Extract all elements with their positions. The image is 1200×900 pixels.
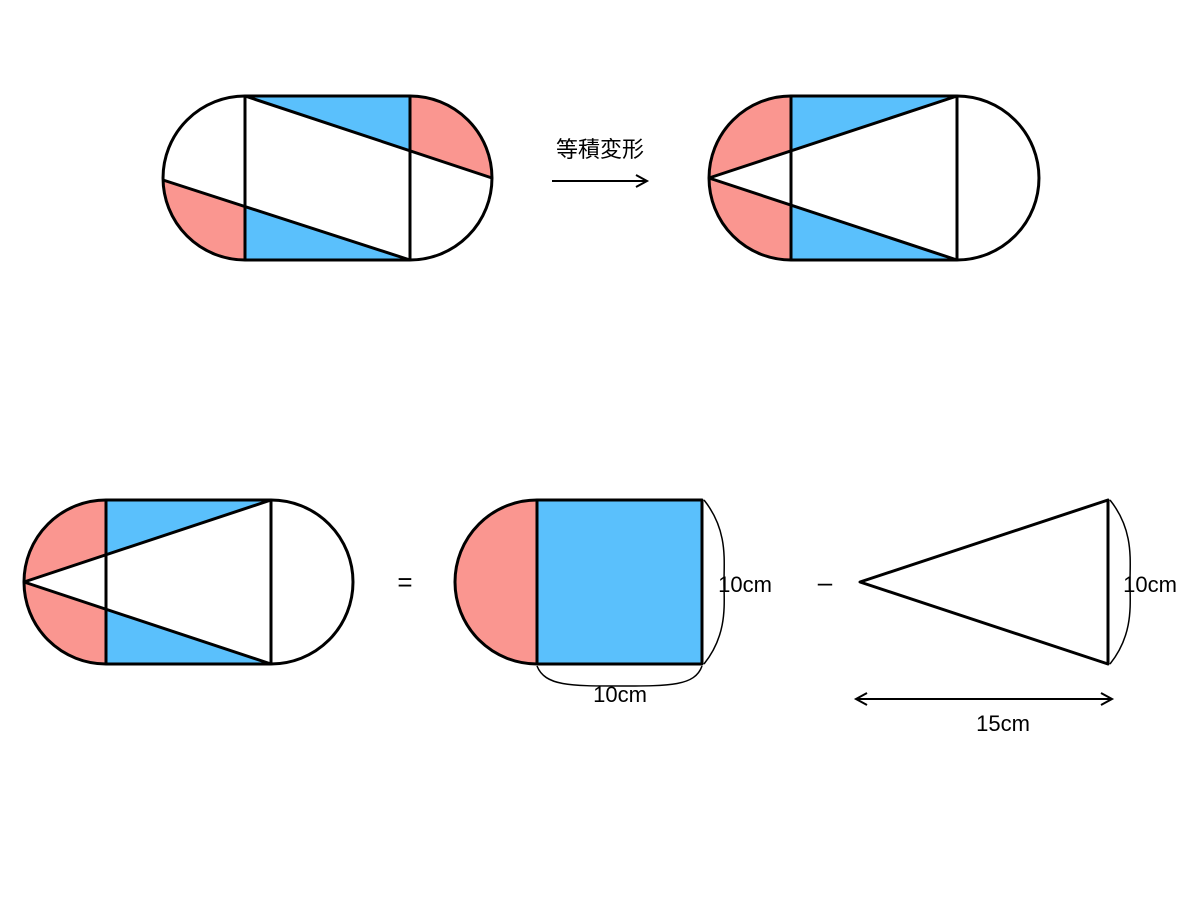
arrow-head-icon (635, 174, 650, 188)
minus-sign: – (818, 567, 833, 597)
yellow-triangle (858, 498, 1110, 666)
red-segment-upper (709, 96, 791, 178)
transform-arrow: 等積変形 (552, 137, 650, 188)
bottom-brace (536, 665, 703, 687)
transformed-figure-top (707, 94, 1041, 262)
red-segment-top-right (410, 96, 492, 178)
red-segment-lower (709, 178, 791, 260)
triangle-right-brace (1109, 499, 1131, 665)
diagonal-lower (708, 176, 958, 262)
red-segment-lower (24, 582, 106, 664)
blue-square (537, 500, 702, 664)
transform-label: 等積変形 (556, 137, 644, 162)
arrow-right-icon (1100, 692, 1115, 706)
diagonal-lower (162, 178, 411, 262)
original-figure (161, 94, 494, 262)
square-side-label: 10cm (718, 572, 772, 597)
semicircle-square-figure: 10cm 10cm (453, 498, 772, 707)
right-brace (703, 499, 725, 665)
diagonal-upper (244, 94, 493, 180)
triangle-base-label: 15cm (976, 711, 1030, 736)
diagonal-lower (23, 580, 272, 666)
triangle-height-label: 10cm (1123, 572, 1177, 597)
diagonal-upper (708, 94, 958, 180)
arrow-left-icon (853, 692, 868, 706)
diagonal-upper (23, 498, 272, 584)
semicircle-square-outline (453, 498, 704, 666)
square-bottom-label: 10cm (593, 682, 647, 707)
red-semicircle (455, 500, 537, 664)
yellow-triangle-figure: 10cm 15cm (853, 498, 1177, 736)
transformed-figure-bottom (22, 498, 355, 666)
equals-sign: = (397, 567, 412, 597)
red-segment-upper (24, 500, 106, 582)
